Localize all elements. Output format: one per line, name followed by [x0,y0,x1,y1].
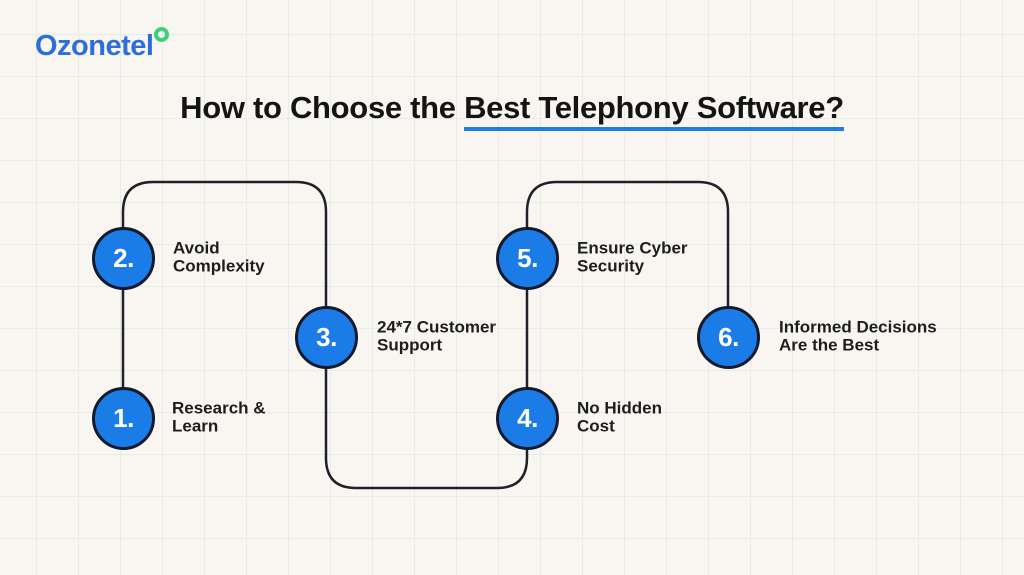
step-1-number: 1. [113,403,134,433]
step-2-circle: 2. [92,227,155,290]
step-6-label: Informed Decisions Are the Best [779,317,937,355]
step-4-label: No Hidden Cost [577,398,662,436]
step-6-circle: 6. [697,306,760,369]
step-3-label: 24*7 Customer Support [377,317,497,355]
step-6-number: 6. [718,322,739,352]
step-2-number: 2. [113,243,134,273]
step-5-label: Ensure Cyber Security [577,238,688,276]
step-3-number: 3. [316,322,337,352]
step-3-circle: 3. [295,306,358,369]
title-underlined-text: Best Telephony Software? [464,90,844,131]
step-5-number: 5. [517,243,538,273]
step-1-label: Research & Learn [172,398,266,436]
step-1-circle: 1. [92,387,155,450]
page-title: How to Choose the Best Telephony Softwar… [0,90,1024,131]
step-4-circle: 4. [496,387,559,450]
step-2-label: Avoid Complexity [173,238,265,276]
step-4-number: 4. [517,403,538,433]
ozonetel-logo-ring-icon [154,27,170,42]
title-prefix: How to Choose the [180,90,465,125]
ozonetel-logo-text: Ozonetel [35,30,154,62]
ozonetel-logo: Ozonetel [35,27,170,63]
step-5-circle: 5. [496,227,559,290]
